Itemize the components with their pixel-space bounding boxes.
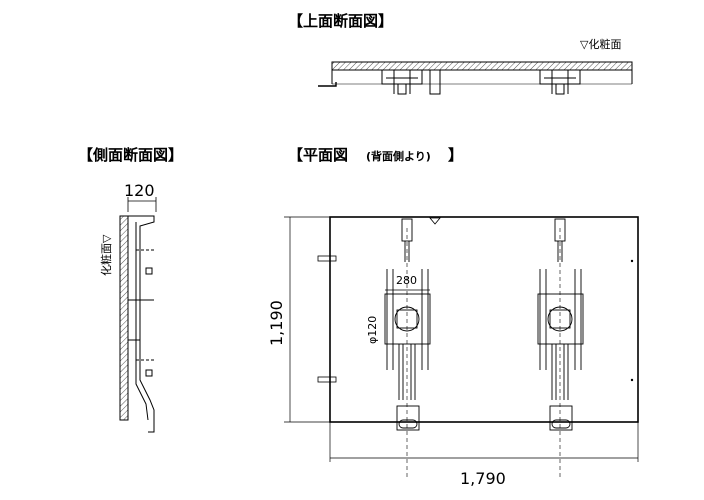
top-left-flange (318, 82, 337, 87)
top-bracket-right (539, 69, 581, 95)
side-wall (119, 215, 129, 421)
plan-hole-diameter-dim: φ120 (366, 316, 379, 344)
plan-height-dim: 1,190 (267, 300, 286, 346)
plan-height-dimension (284, 216, 330, 423)
plan-bracket-left (384, 218, 431, 431)
side-finish-label: 化粧面▽ (99, 234, 113, 276)
side-section-view: 【側面断面図】 120 化粧面▽ (78, 146, 183, 433)
top-section-view: 【上面断面図】 ▽化粧面 (288, 12, 633, 95)
side-frame (128, 215, 155, 433)
plan-bracket-right (537, 218, 584, 431)
plan-title-close: 】 (448, 146, 463, 164)
plan-bracket-width-dim: 280 (396, 274, 417, 287)
plan-center-mark (429, 217, 441, 225)
side-width-dim: 120 (124, 181, 155, 200)
top-finish-label: ▽化粧面 (580, 37, 621, 51)
plan-title-note: (背面側より) (366, 149, 431, 163)
plan-width-dimension (329, 422, 639, 462)
top-panel (331, 61, 633, 71)
top-section-title: 【上面断面図】 (288, 12, 393, 30)
plan-width-dim: 1,790 (460, 469, 506, 488)
plan-title: 【平面図 (288, 146, 348, 164)
plan-tab-lower (317, 376, 337, 383)
plan-panel (329, 216, 639, 423)
top-bracket-left (381, 69, 441, 95)
plan-view: 【平面図 (背面側より) 】 (267, 146, 639, 488)
plan-tab-upper (317, 255, 337, 262)
side-section-title: 【側面断面図】 (78, 146, 183, 164)
